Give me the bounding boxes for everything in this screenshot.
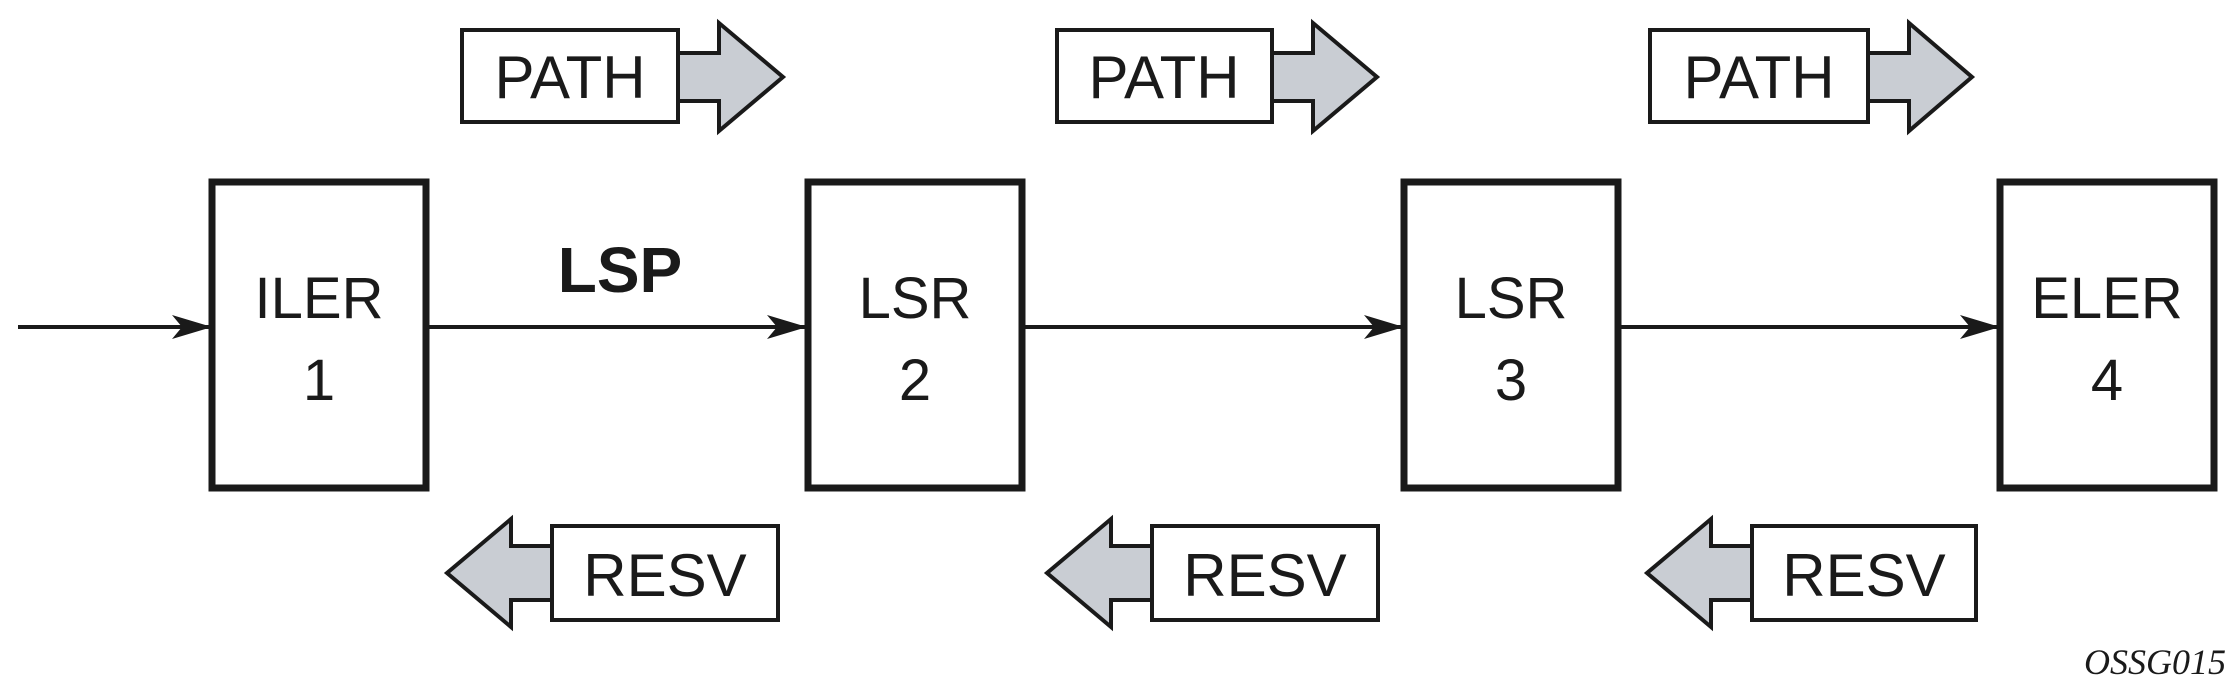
resv-left-arrow-icon (1043, 514, 1154, 632)
resv-left-arrow-icon (443, 514, 554, 632)
figure-id: OSSG015 (2084, 642, 2226, 682)
resv-left-arrow-icon (1643, 514, 1754, 632)
resv-message-3: RESV (1643, 514, 1978, 632)
path-label: PATH (1683, 44, 1834, 111)
node-2-name: LSR (859, 266, 972, 331)
node-1-number: 1 (303, 348, 335, 413)
resv-label: RESV (1782, 542, 1945, 609)
path-message-3: PATH (1648, 18, 1976, 136)
resv-message-2: RESV (1043, 514, 1380, 632)
node-1-name: ILER (255, 266, 384, 331)
node-lsr-2: LSR 2 (804, 178, 1026, 492)
node-3-name: LSR (1455, 266, 1568, 331)
node-4-name: ELER (2031, 266, 2183, 331)
node-3-number: 3 (1495, 348, 1527, 413)
path-message-2: PATH (1055, 18, 1381, 136)
path-right-arrow-icon (1270, 18, 1381, 136)
resv-label: RESV (583, 542, 746, 609)
resv-message-1: RESV (443, 514, 780, 632)
node-lsr-3: LSR 3 (1400, 178, 1622, 492)
node-2-number: 2 (899, 348, 931, 413)
node-iler-1: ILER 1 (208, 178, 430, 492)
path-message-1: PATH (460, 18, 787, 136)
path-label: PATH (494, 44, 645, 111)
lsp-label: LSP (558, 234, 682, 306)
path-label: PATH (1088, 44, 1239, 111)
resv-label: RESV (1183, 542, 1346, 609)
path-right-arrow-icon (1866, 18, 1976, 136)
node-eler-4: ELER 4 (1996, 178, 2218, 492)
node-4-number: 4 (2091, 348, 2123, 413)
path-right-arrow-icon (676, 18, 787, 136)
